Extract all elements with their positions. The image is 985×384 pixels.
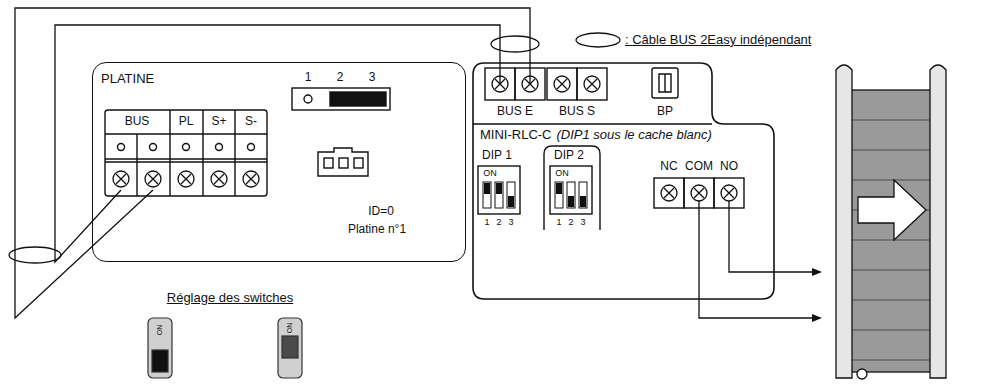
terminal-label: NO — [720, 160, 738, 174]
bus-wire — [15, 8, 530, 318]
terminal-label: S+ — [211, 115, 226, 129]
dip-number: 3 — [508, 217, 513, 227]
module-box: MINI-RLC-C (DIP1 sous le cache blanc) — [472, 62, 775, 300]
node-title: MINI-RLC-C — [480, 128, 552, 143]
switch-on: ON — [156, 325, 164, 336]
dip-on: ON — [483, 168, 497, 178]
terminal-label: NC — [660, 160, 677, 174]
switch-number: 3 — [369, 71, 376, 85]
platine-box: PLATINE — [92, 62, 466, 262]
id-label: ID=0 — [368, 205, 394, 219]
switch-number: 1 — [305, 71, 312, 85]
terminal-label: BUS E — [497, 105, 533, 119]
terminal-label: BUS S — [559, 105, 595, 119]
legend-text: : Câble BUS 2Easy indépendant — [625, 33, 811, 48]
bus-wire — [55, 25, 500, 262]
legend-symbol — [576, 33, 620, 47]
dip-number: 2 — [496, 217, 501, 227]
switch-on: ON — [286, 323, 294, 334]
node-title: (DIP1 sous le cache blanc) — [557, 128, 712, 143]
dip-number: 1 — [556, 217, 561, 227]
dip-label: DIP 2 — [554, 149, 584, 163]
terminal-label: BUS — [125, 115, 150, 129]
section-title: Réglage des switches — [167, 291, 293, 306]
terminal-label: COM — [685, 160, 713, 174]
dip-number: 3 — [580, 217, 585, 227]
dip-label: DIP 1 — [482, 149, 512, 163]
id-label: Platine n°1 — [348, 223, 406, 237]
node-title: PLATINE — [101, 72, 154, 87]
dip-number: 2 — [568, 217, 573, 227]
terminal-label: PL — [179, 115, 194, 129]
dip-on: ON — [555, 168, 569, 178]
switch-number: 2 — [337, 71, 344, 85]
terminal-label: S- — [245, 115, 257, 129]
dip-number: 1 — [484, 217, 489, 227]
connector-label: BP — [657, 105, 673, 119]
module-outline — [472, 62, 775, 300]
